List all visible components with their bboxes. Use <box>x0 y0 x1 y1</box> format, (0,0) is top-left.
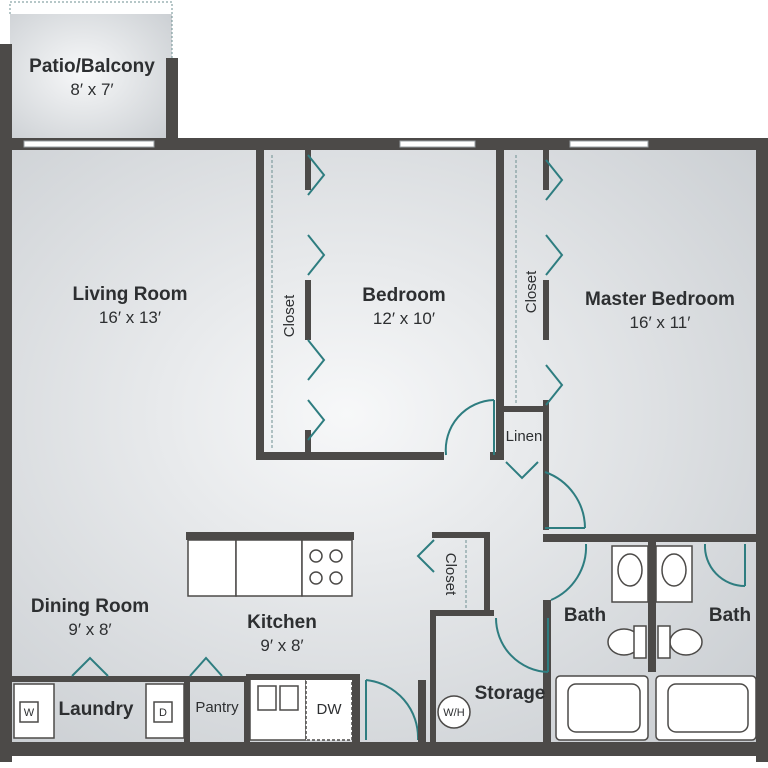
storage-door[interactable] <box>495 617 549 673</box>
tub-right-inner <box>667 683 749 733</box>
fridge <box>187 539 237 597</box>
kitchen-sink-bowl-2 <box>279 685 299 711</box>
dryer-inner <box>153 701 173 723</box>
patio-outline <box>9 1 173 60</box>
wall-kitchen-bottom-top <box>246 674 356 680</box>
wall-hall-closet-right <box>484 532 490 614</box>
window-bedroom <box>399 140 476 148</box>
kitchen-dim: 9′ x 8′ <box>260 636 303 655</box>
bath-right-label: Bath <box>709 605 751 626</box>
bedroom-dim: 12′ x 10′ <box>373 309 435 328</box>
storage-label: Storage <box>475 683 546 704</box>
closet-hall-label: Closet <box>442 553 459 596</box>
laundry-door[interactable] <box>71 656 109 677</box>
toilet-tank-left <box>633 625 647 659</box>
wall-storage-left <box>430 610 436 742</box>
laundry-label: Laundry <box>59 699 134 720</box>
master-door[interactable] <box>544 471 586 529</box>
closet-door-master-1[interactable] <box>545 159 564 201</box>
dining-dim: 9′ x 8′ <box>68 620 111 639</box>
wall-bedroom-right-stub <box>490 452 504 460</box>
window-master <box>569 140 649 148</box>
wall-closet-master-bot <box>543 400 549 530</box>
wall-closet-bedroom-mid <box>305 280 311 340</box>
wall-closet-bedroom <box>305 150 311 190</box>
kitchen-name: Kitchen <box>247 612 317 633</box>
wall-patio-right <box>166 58 178 150</box>
washer-label: W <box>24 707 35 719</box>
wall-closet-bedroom-bot <box>305 430 311 456</box>
burner-4 <box>329 571 343 585</box>
wall-bath-divider <box>648 542 656 672</box>
bath-door-right[interactable] <box>703 543 746 588</box>
closet-master-label: Closet <box>523 270 540 313</box>
bedroom-name: Bedroom <box>362 285 445 306</box>
entry-door[interactable] <box>365 679 420 741</box>
closet-door-master-3[interactable] <box>545 364 564 406</box>
wall-left <box>0 44 12 762</box>
linen-door[interactable] <box>505 461 539 480</box>
bedroom-door[interactable] <box>444 399 495 456</box>
bath-left-label: Bath <box>564 605 606 626</box>
stove <box>301 539 353 597</box>
tub-left-inner <box>567 683 641 733</box>
toilet-right <box>669 628 703 656</box>
wall-closet-master-mid <box>543 280 549 340</box>
toilet-tank-right <box>657 625 671 659</box>
dryer-label: D <box>159 707 167 719</box>
closet-bedroom-label: Closet <box>281 294 298 337</box>
living-dim: 16′ x 13′ <box>99 308 161 327</box>
wall-hall-closet-top <box>432 532 490 538</box>
wall-closet-master <box>543 150 549 190</box>
water-heater-label: W/H <box>443 707 464 719</box>
wall-bedroom-left <box>256 150 264 460</box>
wall-bedroom-bottom <box>256 452 444 460</box>
patio-dim: 8′ x 7′ <box>70 80 113 99</box>
wall-linen-top <box>500 406 548 412</box>
wall-kitchen-counter-top <box>186 532 354 540</box>
wall-laundry-top <box>10 676 246 682</box>
kitchen-counter <box>235 539 303 597</box>
burner-2 <box>329 549 343 563</box>
wall-right <box>756 138 768 762</box>
sink-right <box>661 553 687 587</box>
closet-door-bedroom-3[interactable] <box>307 339 326 381</box>
patio-name: Patio/Balcony <box>29 56 155 77</box>
closet-door-bedroom-1[interactable] <box>307 154 326 196</box>
dishwasher-label: DW <box>317 701 343 718</box>
wall-bedroom-right <box>496 150 504 460</box>
linen-label: Linen <box>506 428 543 445</box>
pantry-label: Pantry <box>195 699 239 716</box>
closet-door-master-2[interactable] <box>545 234 564 276</box>
living-name: Living Room <box>72 284 187 305</box>
window-living <box>23 140 155 148</box>
wall-pantry-left <box>184 676 190 742</box>
bath-door-left[interactable] <box>550 543 588 601</box>
closet-door-bedroom-2[interactable] <box>307 234 326 276</box>
wall-bottom <box>0 742 768 756</box>
kitchen-sink-bowl-1 <box>257 685 277 711</box>
pantry-door[interactable] <box>189 656 223 677</box>
wall-kitchen-right <box>352 674 360 744</box>
master-name: Master Bedroom <box>585 289 735 310</box>
wall-pantry-right <box>244 676 250 742</box>
water-heater <box>437 695 471 729</box>
patio-floor <box>10 14 172 144</box>
sink-left <box>617 553 643 587</box>
dining-name: Dining Room <box>31 596 149 617</box>
wall-bath-top <box>543 534 756 542</box>
washer-inner <box>19 701 39 723</box>
hall-closet-door[interactable] <box>416 539 435 573</box>
burner-3 <box>309 571 323 585</box>
wall-storage-top <box>432 610 494 616</box>
wall-entry-right <box>418 680 426 744</box>
burner-1 <box>309 549 323 563</box>
master-dim: 16′ x 11′ <box>630 313 691 332</box>
closet-door-bedroom-4[interactable] <box>307 399 326 441</box>
